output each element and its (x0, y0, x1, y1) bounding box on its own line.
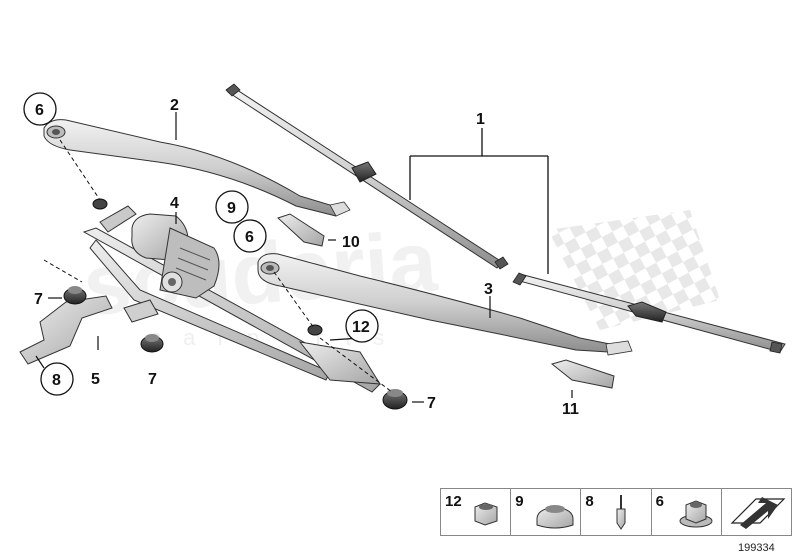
legend-cell-rivet: 8 (581, 489, 652, 535)
bracket-part-5 (19, 295, 113, 365)
legend-cell-arrow (722, 489, 791, 535)
callout-11: 11 (562, 401, 579, 418)
callout-8: 8 (52, 372, 61, 389)
flange-nut-icon (679, 500, 713, 528)
callout-6-top-circle (23, 92, 57, 126)
nut-icon (474, 502, 498, 526)
callout-3: 3 (484, 281, 493, 298)
blind-rivet-icon (616, 495, 626, 530)
callout-12: 12 (352, 319, 370, 336)
callout-6-mid: 6 (245, 229, 254, 246)
shaft-nut-right (307, 324, 323, 336)
clip-part-10 (277, 213, 325, 247)
grommet-part-7-right (382, 389, 408, 410)
grommet-part-7-left (63, 286, 87, 305)
legend-label-8: 8 (585, 493, 594, 510)
callout-6-top: 6 (35, 102, 44, 119)
wiper-motor (131, 213, 220, 299)
wiper-blade-lower (512, 272, 786, 354)
callout-1: 1 (476, 111, 485, 128)
callout-10: 10 (342, 234, 360, 251)
legend-cell-bushing: 9 (511, 489, 582, 535)
wiper-linkage-frame (82, 205, 381, 393)
callout-7-left: 7 (34, 291, 43, 308)
legend-cell-flange-nut: 6 (652, 489, 722, 535)
direction-arrow-icon (730, 497, 786, 529)
callout-leader-lines (35, 112, 573, 403)
bushing-icon (536, 505, 574, 529)
callout-8-circle (40, 362, 74, 396)
callout-4: 4 (170, 195, 179, 212)
callout-9: 9 (227, 200, 236, 217)
callout-5: 5 (91, 371, 100, 388)
callout-7-center: 7 (148, 371, 157, 388)
callout-9-circle (215, 190, 249, 224)
wiper-arm-left (43, 119, 351, 217)
legend-cell-nut: 12 (441, 489, 512, 535)
clip-part-11 (550, 359, 615, 389)
callout-2: 2 (170, 97, 179, 114)
legend-label-12: 12 (445, 493, 462, 510)
callout-12-circle (345, 309, 379, 343)
callout-7-right: 7 (427, 395, 436, 412)
legend-label-6: 6 (655, 493, 664, 510)
grommet-part-7-center (140, 334, 164, 353)
callout-1-leader (409, 128, 549, 274)
hardware-legend: 12 9 8 6 (440, 488, 792, 536)
legend-label-9: 9 (515, 493, 524, 510)
wiper-arm-right (257, 253, 633, 356)
wiper-blade-upper (225, 83, 509, 270)
dash-leaders (43, 139, 393, 393)
shaft-nut-left (92, 198, 108, 210)
diagram-id: 199334 (738, 542, 775, 554)
callout-6-mid-circle (233, 219, 267, 253)
